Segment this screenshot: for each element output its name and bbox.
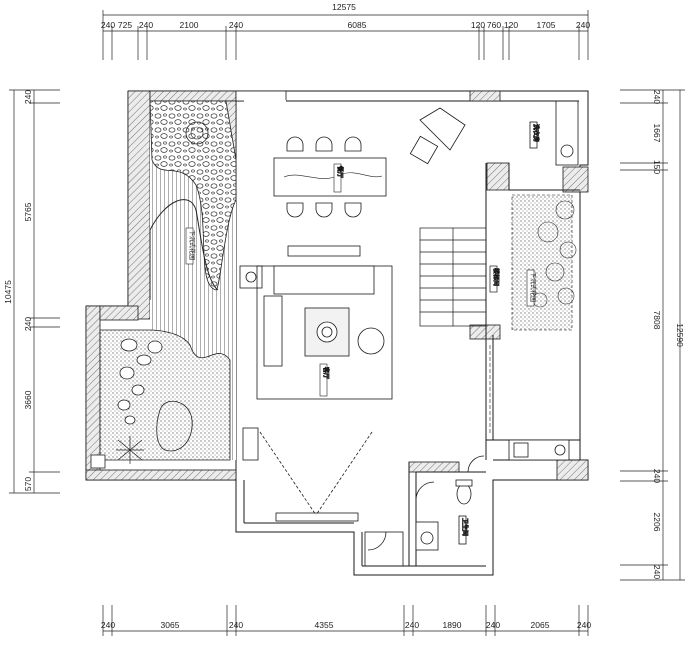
dim-bottom-5: 240 bbox=[405, 620, 419, 630]
left-dimension-lines bbox=[9, 89, 60, 494]
dim-top-4: 2100 bbox=[180, 20, 199, 30]
stair: 楼梯间 bbox=[419, 227, 500, 327]
dim-top-2: 725 bbox=[118, 20, 132, 30]
label-laundry: 洗衣房 bbox=[532, 124, 540, 142]
label-stair: 楼梯间 bbox=[492, 268, 500, 286]
chair-icon bbox=[286, 136, 362, 218]
label-bathroom: 卫生间 bbox=[461, 518, 469, 536]
armchair-icon bbox=[409, 107, 466, 165]
doors bbox=[244, 100, 491, 435]
dim-bottom-3: 240 bbox=[229, 620, 243, 630]
garden-deck-area: 下沉式花园 bbox=[90, 100, 237, 469]
dim-right-4: 7808 bbox=[652, 311, 662, 330]
dim-right-total: 12590 bbox=[675, 323, 685, 347]
top-dimension-lines bbox=[102, 10, 589, 60]
dim-bottom-6: 1890 bbox=[443, 620, 462, 630]
dim-top-11: 240 bbox=[576, 20, 590, 30]
dim-top-total: 12575 bbox=[332, 2, 356, 12]
living-room: 客厅 bbox=[239, 245, 393, 522]
kitchen-counter bbox=[508, 439, 570, 461]
dim-bottom-7: 240 bbox=[486, 620, 500, 630]
plant-icon bbox=[116, 436, 144, 464]
hatched-walls bbox=[85, 90, 589, 481]
dining-table: 餐厅 bbox=[273, 136, 387, 218]
dim-left-3: 240 bbox=[23, 317, 33, 331]
dim-left-2: 5765 bbox=[23, 202, 33, 221]
dim-top-10: 1705 bbox=[537, 20, 556, 30]
label-sunken-garden: 下沉式花园 bbox=[529, 272, 537, 302]
sunken-garden-right: 下沉式花园 bbox=[511, 194, 577, 331]
label-garden-deck: 下沉式花园 bbox=[188, 230, 196, 260]
bathroom: 卫生间 bbox=[364, 455, 485, 567]
dim-top-3: 240 bbox=[139, 20, 153, 30]
dim-left-total: 10475 bbox=[3, 280, 13, 304]
dim-top-7: 120 bbox=[471, 20, 485, 30]
dim-left-4: 3660 bbox=[23, 390, 33, 409]
dim-top-8: 760 bbox=[487, 20, 501, 30]
dim-bottom-2: 3065 bbox=[161, 620, 180, 630]
dim-top-6: 6085 bbox=[348, 20, 367, 30]
dim-bottom-4: 4355 bbox=[315, 620, 334, 630]
dim-right-1: 240 bbox=[652, 90, 662, 104]
dim-right-3: 150 bbox=[652, 160, 662, 174]
dim-right-2: 1667 bbox=[652, 124, 662, 143]
laundry: 洗衣房 bbox=[529, 100, 579, 166]
dim-right-7: 240 bbox=[652, 565, 662, 579]
dim-top-1: 240 bbox=[101, 20, 115, 30]
right-dimension-lines bbox=[620, 89, 685, 581]
dim-right-5: 240 bbox=[652, 469, 662, 483]
label-dining: 餐厅 bbox=[336, 166, 344, 178]
dim-right-6: 2206 bbox=[652, 513, 662, 532]
label-living: 客厅 bbox=[322, 367, 330, 379]
dim-left-5: 570 bbox=[23, 477, 33, 491]
dim-left-1: 240 bbox=[23, 90, 33, 104]
bottom-dimension-lines bbox=[102, 605, 589, 636]
dim-bottom-1: 240 bbox=[101, 620, 115, 630]
dim-bottom-9: 240 bbox=[577, 620, 591, 630]
dim-top-9: 120 bbox=[504, 20, 518, 30]
dim-top-5: 240 bbox=[229, 20, 243, 30]
dim-bottom-8: 2065 bbox=[531, 620, 550, 630]
